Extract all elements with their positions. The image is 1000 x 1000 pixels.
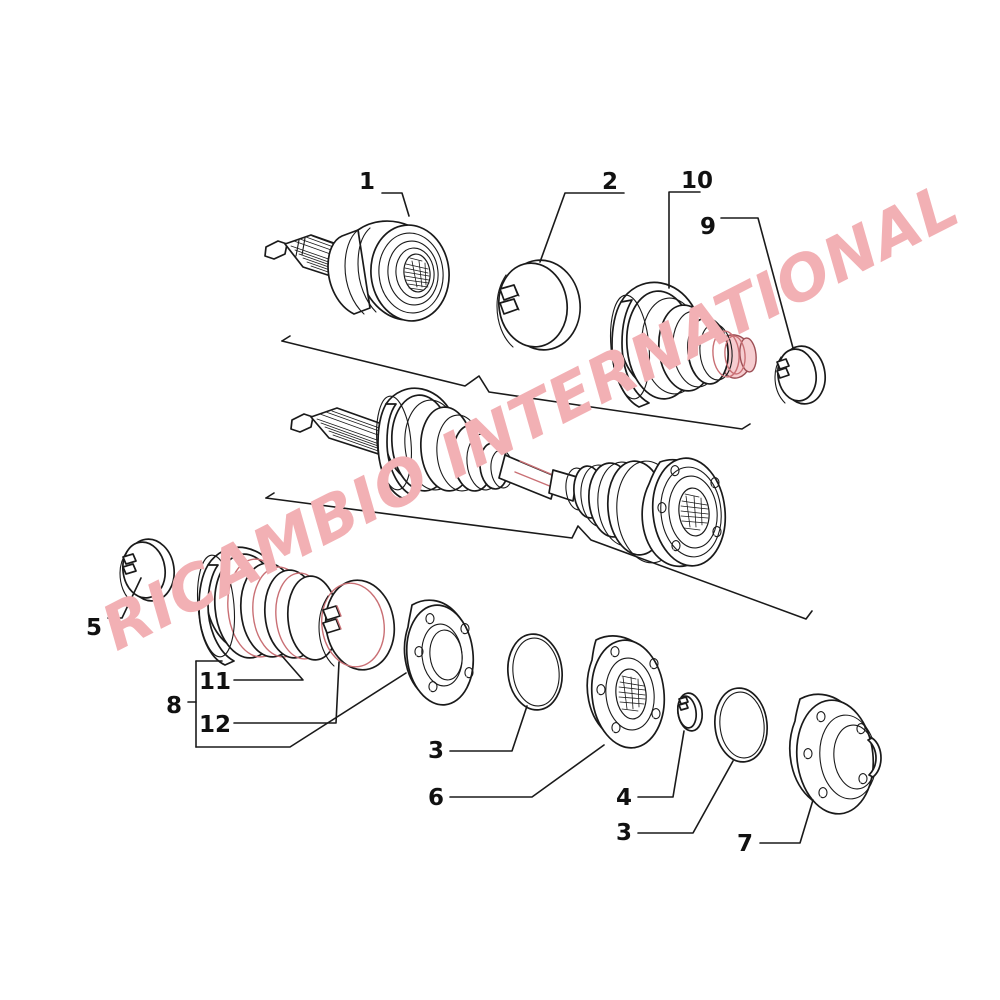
leader-lines [107, 191, 814, 844]
callout-number-8: 8 [166, 693, 183, 719]
callout-number-12: 12 [199, 712, 232, 738]
part-11-outer-boot-bellows [196, 546, 340, 666]
part-12-boot-clamp-ring [318, 579, 396, 671]
part-5-boot-clamp-small-left [119, 538, 176, 602]
part-10-cv-boot-bellows [609, 281, 757, 408]
part-3b-gasket-ring [714, 687, 768, 763]
callout-number-4: 4 [616, 785, 633, 811]
part-4-snap-ring-circlip [676, 692, 704, 732]
part-1-inner-cv-joint [264, 220, 450, 322]
lower-group-brace [265, 492, 813, 620]
callout-number-3b: 3 [616, 820, 633, 846]
part-9-boot-clamp-small [774, 345, 827, 405]
upper-group-brace [281, 335, 751, 430]
callout-number-2: 2 [602, 169, 619, 195]
part-6-splined-flange-hub [586, 635, 666, 749]
callout-number-6: 6 [428, 785, 445, 811]
callout-number-11: 11 [199, 669, 232, 695]
part-2-boot-clamp-large [496, 259, 581, 351]
center-drive-shaft-assembly [290, 387, 727, 568]
callout-number-7: 7 [737, 831, 754, 857]
callout-number-3a: 3 [428, 738, 445, 764]
part-3a-gasket-ring [507, 633, 563, 711]
callout-number-9: 9 [700, 214, 717, 240]
part-7-wheel-hub-flange [789, 693, 882, 815]
callout-number-5: 5 [86, 615, 103, 641]
callout-number-10: 10 [681, 168, 714, 194]
callout-number-1: 1 [359, 169, 376, 195]
part-8-flange-plate [403, 599, 475, 706]
